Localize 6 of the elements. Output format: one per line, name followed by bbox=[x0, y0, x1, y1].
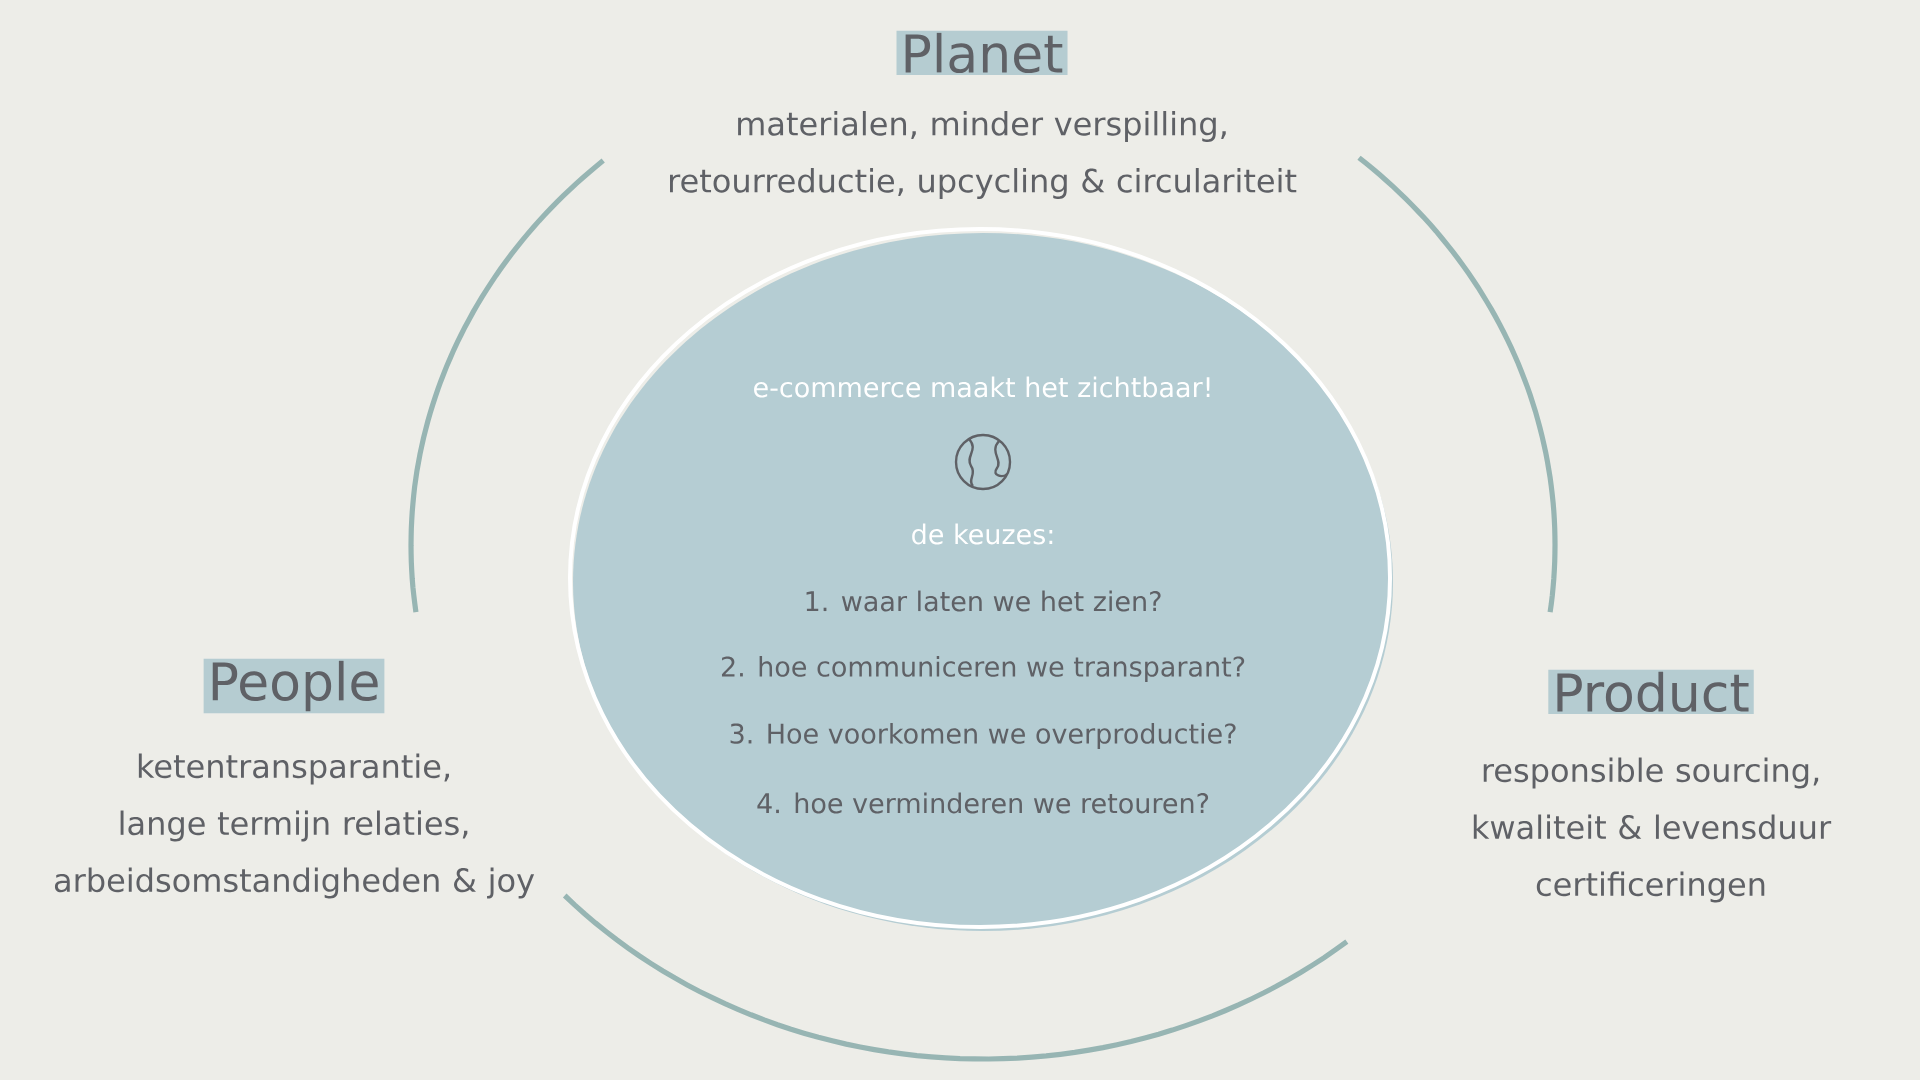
heading-box: Planet bbox=[896, 30, 1068, 76]
body-text: ketentransparantie, lange termijn relaties, arbeidsomstandigheden & joy bbox=[54, 753, 535, 899]
body-text: responsible sourcing, kwaliteit & levensduur certificeringen bbox=[1473, 757, 1832, 903]
heading-box: Product bbox=[1548, 669, 1754, 715]
heading-box: People bbox=[203, 658, 385, 714]
body-text: materialen, minder verspilling, retourreductie, upcycling & circulariteit bbox=[670, 111, 1297, 199]
